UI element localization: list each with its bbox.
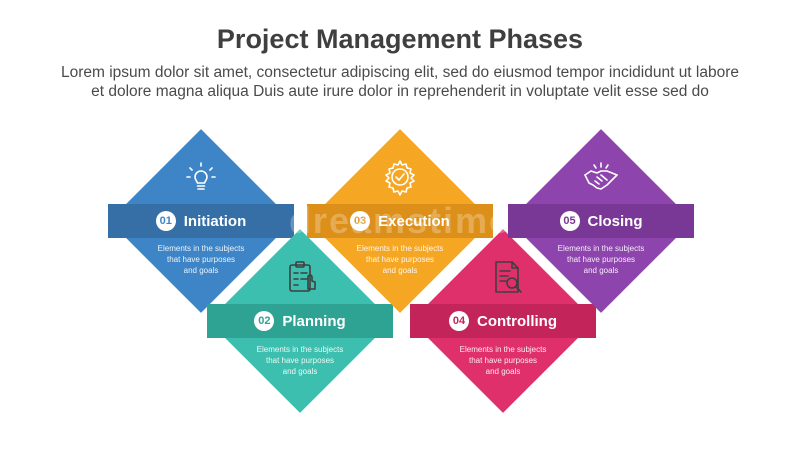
desc-line: Elements in the subjects: [557, 244, 645, 253]
phase-label: Controlling: [477, 312, 557, 330]
subtitle-line-2: et dolore magna aliqua Duis aute irure d…: [91, 83, 709, 100]
desc-line: Elements in the subjects: [256, 345, 344, 354]
handshake-icon: [584, 162, 618, 190]
phase-number: 01: [155, 211, 176, 231]
phase-band: 05 Closing: [508, 204, 694, 238]
page-title: Project Management Phases: [216, 24, 584, 54]
phase-description: Elements in the subjects that have purpo…: [428, 344, 578, 377]
phase-description: Elements in the subjects that have purpo…: [526, 243, 676, 276]
phase-label: Planning: [282, 312, 346, 330]
phase-description: Elements in the subjects that have purpo…: [225, 344, 375, 377]
phase-number: 03: [350, 211, 371, 231]
desc-line: and goals: [282, 367, 318, 376]
desc-line: Elements in the subjects: [459, 345, 547, 354]
phase-band: 01 Initiation: [108, 204, 294, 238]
lightbulb-icon: [186, 162, 216, 190]
desc-line: and goals: [382, 266, 418, 275]
desc-line: Elements in the subjects: [356, 244, 444, 253]
phase-band: 03 Execution: [307, 204, 493, 238]
clipboard-hand-icon: [289, 261, 316, 292]
desc-line: and goals: [183, 266, 219, 275]
page-subtitle: Lorem ipsum dolor sit amet, consectetur …: [20, 63, 780, 101]
phase-label: Initiation: [183, 212, 247, 230]
desc-line: Elements in the subjects: [157, 244, 245, 253]
watermark: dreamstime: [288, 200, 512, 241]
desc-line: that have purposes: [365, 255, 435, 264]
subtitle-line-1: Lorem ipsum dolor sit amet, consectetur …: [60, 64, 740, 81]
phase-number: 02: [254, 311, 275, 331]
phase-label: Execution: [378, 212, 450, 230]
phase-description: Elements in the subjects that have purpo…: [126, 243, 276, 276]
desc-line: and goals: [583, 266, 619, 275]
phase-band: 04 Controlling: [410, 304, 596, 338]
phase-label: Closing: [587, 212, 643, 230]
phase-band: 02 Planning: [207, 304, 393, 338]
gear-check-icon: [385, 160, 415, 196]
desc-line: and goals: [485, 367, 521, 376]
phase-description: Elements in the subjects that have purpo…: [325, 243, 475, 276]
phase-number: 05: [559, 211, 580, 231]
document-search-icon: [495, 261, 522, 293]
desc-line: that have purposes: [566, 255, 636, 264]
desc-line: that have purposes: [166, 255, 236, 264]
desc-line: that have purposes: [265, 356, 335, 365]
phase-number: 04: [449, 311, 469, 331]
desc-line: that have purposes: [468, 356, 538, 365]
